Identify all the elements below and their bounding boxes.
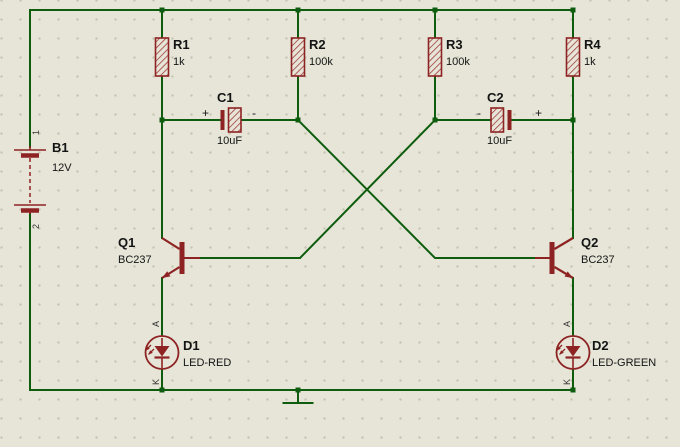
transistor-Q2[interactable]: Q2 BC237 [535,235,615,279]
emitter-arrow [162,271,171,278]
capacitor-value-label: 10uF [217,135,242,147]
resistor-ref-label: R1 [173,37,190,52]
capacitor-ref-label: C1 [217,90,234,105]
junction-dot [432,117,438,123]
transistor-Q1[interactable]: Q1 BC237 [118,235,200,279]
junction-dot [159,117,165,123]
wire-q2-base-cross[interactable] [296,118,536,259]
plus-sign: + [535,106,542,120]
led-anode-pin-label: A [151,321,161,327]
led-value-label: LED-GREEN [592,357,656,369]
led-ref-label: D2 [592,338,609,353]
wire-group [29,9,574,391]
junction-dot [295,117,301,123]
capacitor-plate [507,110,512,130]
resistor-body [154,37,170,77]
ground-symbol[interactable] [282,389,314,404]
battery-pin1-label: 1 [31,130,41,135]
capacitor-ref-label: C2 [487,90,504,105]
led-ref-label: D1 [183,338,200,353]
capacitor-polar-plate [490,107,505,133]
wire-top-rail[interactable] [29,9,574,148]
resistor-body [565,37,581,77]
transistor-collector [161,237,181,250]
resistor-value-label: 1k [173,56,185,68]
resistor-body [290,37,306,77]
led-D2[interactable]: D2 LED-GREEN A K [555,321,656,385]
junction-dot [159,7,165,13]
plus-sign: + [202,106,209,120]
junction-dot [570,387,576,393]
resistor-body [427,37,443,77]
resistor-ref-label: R3 [446,37,463,52]
emission-arrowhead [556,346,561,351]
resistor-R1[interactable]: R1 1k [154,37,190,77]
led-cathode-pin-label: K [151,379,161,385]
junction-dot [570,7,576,13]
led-triangle [565,346,581,357]
emitter-arrow [564,271,573,278]
junction-dot [570,117,576,123]
resistor-value-label: 100k [446,56,470,68]
battery-B1[interactable]: B1 12V 1 2 [14,130,72,229]
capacitor-C1[interactable]: C1 10uF + - [202,90,256,147]
resistor-ref-label: R4 [584,37,601,52]
led-anode-pin-label: A [562,321,572,327]
transistor-ref-label: Q2 [581,235,598,250]
junction-dot [159,387,165,393]
resistor-R3[interactable]: R3 100k [427,37,471,77]
resistor-ref-label: R2 [309,37,326,52]
junction-dot-group [159,7,576,393]
transistor-collector [553,237,574,250]
led-cathode-pin-label: K [562,379,572,385]
battery-ref-label: B1 [52,140,69,155]
capacitor-plate [220,110,225,130]
transistor-value-label: BC237 [118,254,152,266]
ground-lines [282,389,314,404]
led-value-label: LED-RED [183,357,231,369]
wire-q1-base-cross[interactable] [199,118,437,259]
emission-arrowhead [559,350,564,355]
junction-dot [295,7,301,13]
junction-dot [432,7,438,13]
capacitor-value-label: 10uF [487,135,512,147]
resistor-value-label: 1k [584,56,596,68]
transistor-base-bar [549,242,555,274]
battery-pin2-label: 2 [31,224,41,229]
transistor-base-bar [179,242,185,274]
battery-value-label: 12V [52,162,72,174]
transistor-value-label: BC237 [581,254,615,266]
wire-bottom-rail[interactable] [29,213,574,391]
capacitor-polar-plate [227,107,242,133]
transistor-ref-label: Q1 [118,235,135,250]
led-D1[interactable]: D1 LED-RED A K [144,321,231,385]
resistor-R4[interactable]: R4 1k [565,37,602,77]
emission-arrowhead [148,350,153,355]
emission-arrowhead [145,346,150,351]
minus-sign: - [252,106,256,120]
resistor-value-label: 100k [309,56,333,68]
led-triangle [154,346,170,357]
minus-sign: - [477,106,481,120]
capacitor-C2[interactable]: C2 10uF - + [477,90,542,147]
resistor-R2[interactable]: R2 100k [290,37,334,77]
